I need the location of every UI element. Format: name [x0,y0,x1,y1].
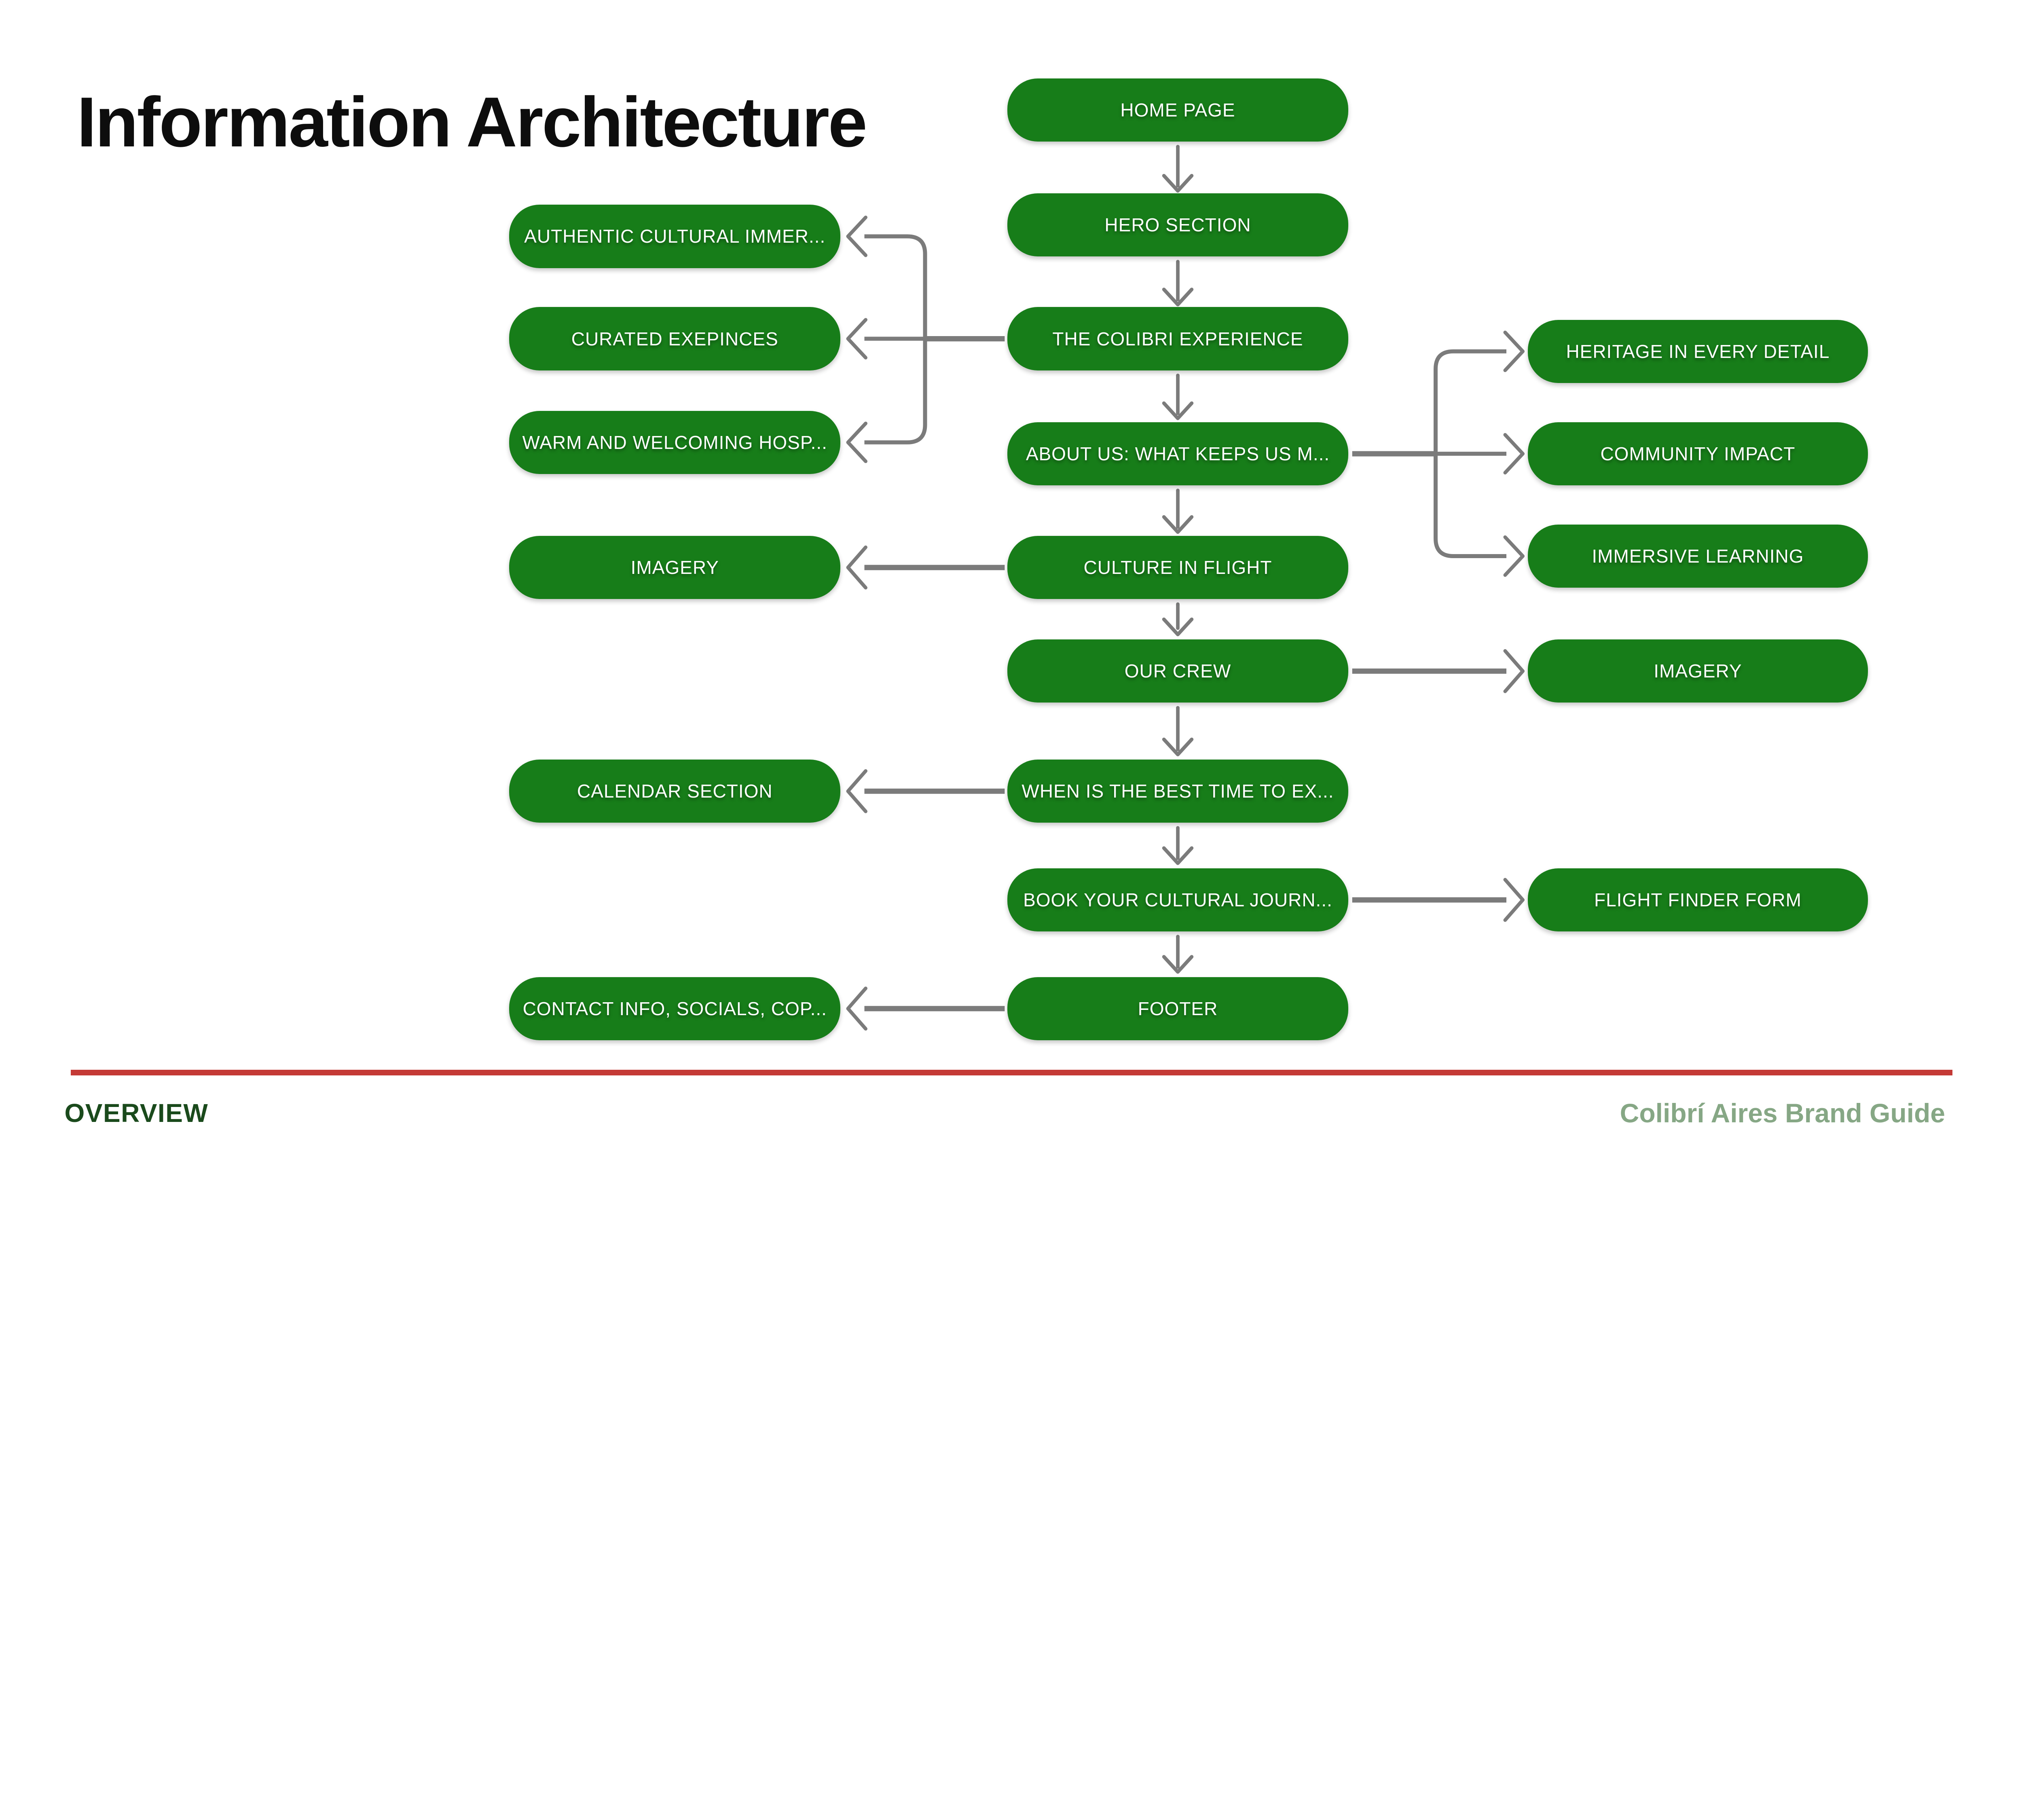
node-label: CONTACT INFO, SOCIALS, COP... [522,998,827,1019]
center-flow-arrows [1162,145,1194,974]
node-warm-hospitality: WARM AND WELCOMING HOSP... [509,411,841,474]
node-label: FLIGHT FINDER FORM [1594,889,1802,910]
arrowhead-down-icon [1162,737,1194,756]
right-fan-bracket [1352,330,1525,577]
arrowhead-left-icon [846,421,867,463]
node-immersive-learning: IMMERSIVE LEARNING [1528,524,1868,588]
node-our-crew: OUR CREW [1007,639,1349,703]
arrowhead-down-icon [1162,846,1194,865]
node-label: THE COLIBRI EXPERIENCE [1052,328,1303,349]
arrowhead-right-icon [1503,878,1525,922]
page-title: Information Architecture [77,83,867,162]
node-home-page: HOME PAGE [1007,78,1349,142]
node-label: OUR CREW [1124,660,1231,682]
arrowhead-left-icon [846,769,867,813]
connector-layer [846,145,1525,1031]
node-culture-in-flight: CULTURE IN FLIGHT [1007,535,1349,599]
arrowhead-right-icon [1503,330,1525,372]
arrowhead-left-icon [846,545,867,590]
node-label: AUTHENTIC CULTURAL IMMER... [524,226,826,247]
node-imagery-right: IMAGERY [1528,639,1868,703]
arrowhead-down-icon [1162,955,1194,974]
node-heritage-detail: HERITAGE IN EVERY DETAIL [1528,320,1868,383]
node-authentic-cultural: AUTHENTIC CULTURAL IMMER... [509,205,841,268]
node-label: WARM AND WELCOMING HOSP... [522,432,827,453]
node-label: ABOUT US: WHAT KEEPS US M... [1026,443,1330,464]
node-label: IMAGERY [630,557,719,578]
node-label: HERO SECTION [1104,214,1251,236]
arrowhead-right-icon [1503,649,1525,693]
node-footer: FOOTER [1007,977,1349,1040]
node-label: CULTURE IN FLIGHT [1083,557,1272,578]
footer-section-label: OVERVIEW [64,1098,209,1128]
node-when-best-time: WHEN IS THE BEST TIME TO EX... [1007,760,1349,823]
node-colibri-experience: THE COLIBRI EXPERIENCE [1007,307,1349,370]
node-label: HOME PAGE [1120,99,1235,121]
arrowhead-down-icon [1162,515,1194,534]
node-book-journey: BOOK YOUR CULTURAL JOURN... [1007,868,1349,932]
node-contact-info: CONTACT INFO, SOCIALS, COP... [509,977,841,1040]
node-calendar-section: CALENDAR SECTION [509,760,841,823]
node-label: WHEN IS THE BEST TIME TO EX... [1022,781,1334,802]
arrowhead-down-icon [1162,288,1194,307]
node-label: BOOK YOUR CULTURAL JOURN... [1023,889,1332,910]
arrowhead-down-icon [1162,401,1194,420]
footer-brand-label: Colibrí Aires Brand Guide [1620,1098,1945,1128]
node-about-us: ABOUT US: WHAT KEEPS US M... [1007,422,1349,485]
node-label: FOOTER [1138,998,1218,1019]
node-hero-section: HERO SECTION [1007,193,1349,257]
node-label: CALENDAR SECTION [577,781,773,802]
slide-canvas: Information Architecture [64,78,1952,1128]
left-bracket [864,234,927,444]
node-label: IMAGERY [1654,660,1742,682]
node-label: COMMUNITY IMPACT [1600,443,1796,464]
side-arrows [846,545,1525,1031]
arrowhead-down-icon [1162,617,1194,637]
arrowhead-down-icon [1162,174,1194,193]
node-flight-finder-form: FLIGHT FINDER FORM [1528,868,1868,932]
node-label: CURATED EXEPINCES [571,328,778,349]
arrowhead-left-icon [846,986,867,1031]
arrowhead-right-icon [1503,535,1525,577]
node-community-impact: COMMUNITY IMPACT [1528,422,1868,485]
right-bracket [1434,349,1506,558]
node-label: HERITAGE IN EVERY DETAIL [1566,341,1830,362]
arrowhead-left-icon [846,216,867,257]
arrowhead-right-icon [1503,433,1525,475]
left-fan-bracket [846,216,1005,463]
node-imagery-left: IMAGERY [509,535,841,599]
arrowhead-left-icon [846,318,867,360]
node-curated-experiences: CURATED EXEPINCES [509,307,841,370]
node-label: IMMERSIVE LEARNING [1592,545,1804,567]
footer-divider-line [71,1070,1952,1076]
